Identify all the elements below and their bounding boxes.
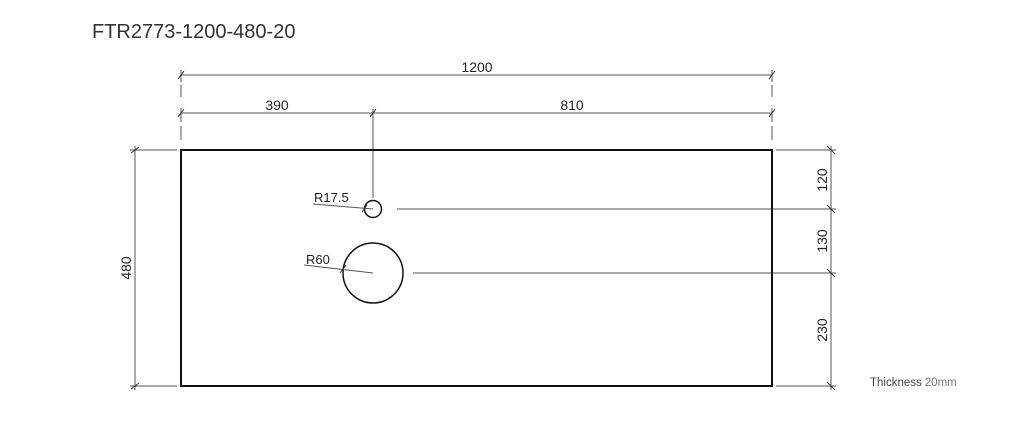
width-dimension: 1200 (177, 59, 776, 100)
small-hole-radius-label: R17.5 (314, 190, 349, 205)
width-label: 1200 (461, 59, 492, 75)
small-to-large-hole-label: 130 (814, 229, 830, 253)
depth-dimension: 480 (118, 146, 177, 390)
small-hole: R17.5 (312, 190, 383, 219)
top-to-small-hole-label: 120 (814, 168, 830, 192)
left-offset-label: 390 (265, 97, 289, 113)
drawing-title: FTR2773-1200-480-20 (92, 21, 295, 43)
right-offset-label: 810 (560, 97, 584, 113)
hole-position-dimensions: 120 130 230 (397, 145, 836, 391)
depth-label: 480 (118, 256, 134, 280)
thickness-value: 20mm (925, 377, 957, 389)
large-hole-radius-label: R60 (306, 252, 330, 267)
panel-outline (180, 149, 773, 387)
thickness-label: Thickness (870, 377, 922, 389)
large-hole-to-bottom-label: 230 (814, 318, 830, 342)
large-hole: R60 (303, 242, 404, 304)
hole-offset-dimension: 390 810 (177, 97, 776, 198)
